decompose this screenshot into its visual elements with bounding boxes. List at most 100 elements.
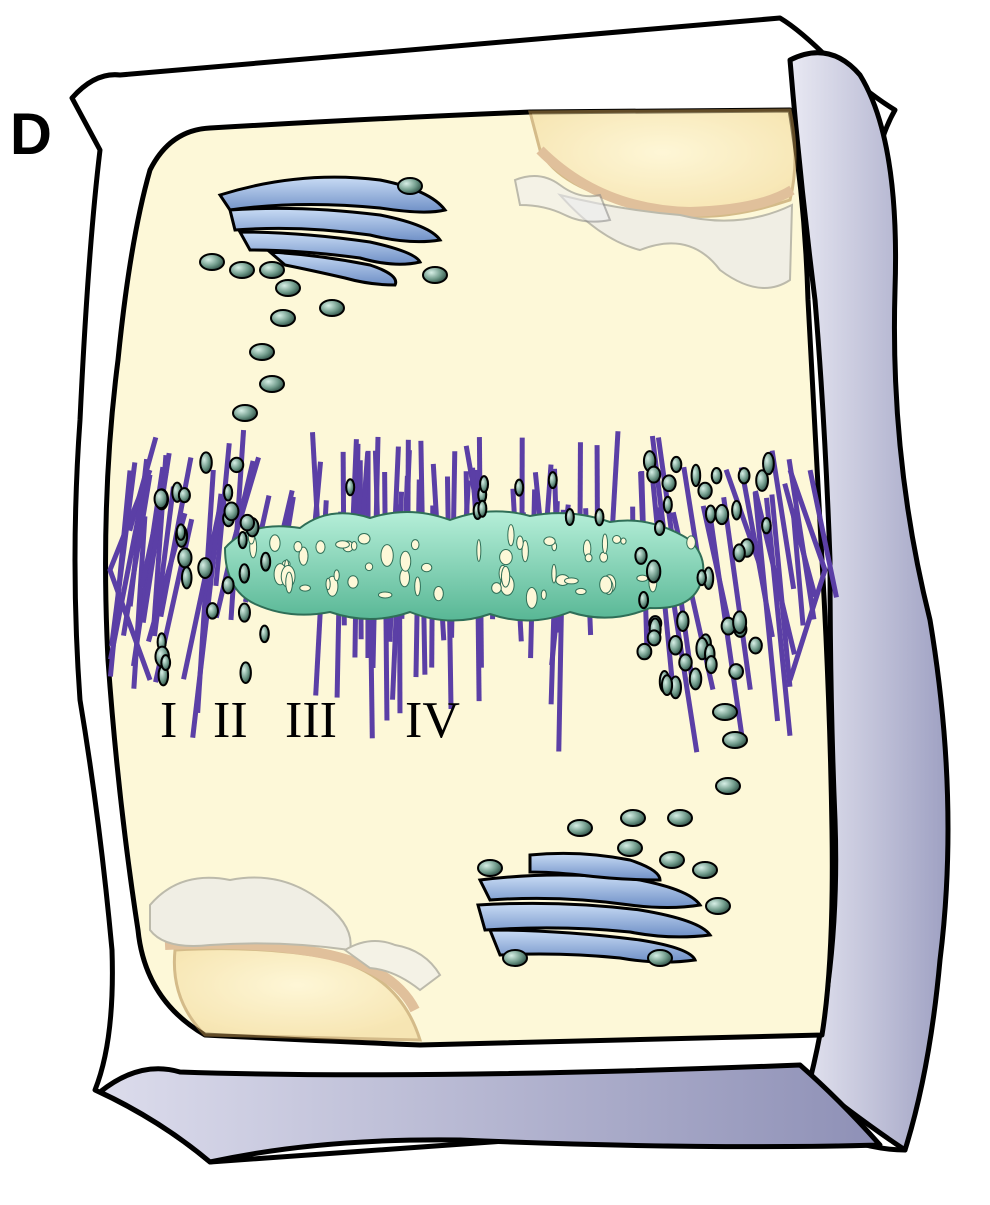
vesicle	[515, 480, 523, 496]
cell-wall-bottom-face	[100, 1065, 880, 1162]
vesicle	[595, 509, 603, 525]
plate-fenestra	[270, 535, 280, 551]
plate-fenestra	[286, 572, 293, 593]
zone-label-i: I	[160, 695, 177, 747]
vesicle	[271, 310, 295, 326]
vesicle	[732, 501, 741, 520]
plate-fenestra	[421, 563, 431, 571]
zone-label-iv: IV	[405, 695, 460, 747]
vesicle	[260, 626, 269, 643]
vesicle	[155, 489, 168, 508]
vesicle	[618, 840, 642, 856]
vesicle	[250, 344, 274, 360]
plate-fenestra	[637, 575, 648, 581]
vesicle	[179, 488, 190, 502]
vesicle	[648, 630, 661, 645]
vesicle	[320, 300, 344, 316]
vesicle	[478, 860, 502, 876]
plate-fenestra	[477, 540, 481, 562]
vesicle	[635, 548, 646, 564]
plate-fenestra	[585, 554, 592, 562]
vesicle	[230, 458, 243, 472]
plate-fenestra	[508, 525, 514, 546]
vesicle	[239, 532, 247, 548]
plate-fenestra	[400, 551, 411, 571]
vesicle	[763, 453, 774, 474]
vesicle	[660, 852, 684, 868]
vesicle	[239, 603, 250, 621]
plate-fenestra	[434, 586, 444, 600]
plate-fenestra	[381, 545, 393, 567]
vesicle	[648, 950, 672, 966]
plate-fenestra	[576, 588, 587, 594]
vesicle	[276, 280, 300, 296]
vesicle	[716, 505, 729, 524]
vesicle	[690, 669, 701, 690]
vesicle	[346, 479, 354, 495]
vesicle	[647, 561, 660, 583]
vesicle	[729, 664, 743, 679]
vesicle	[240, 662, 250, 683]
vesicle	[669, 636, 682, 654]
vesicle	[182, 567, 192, 588]
vesicle	[241, 515, 254, 531]
vesicle	[723, 732, 747, 748]
plate-fenestra	[358, 534, 370, 544]
vesicle	[677, 611, 688, 631]
vesicle	[712, 468, 722, 483]
vesicle	[706, 656, 717, 673]
vesicle	[716, 778, 740, 794]
vesicle	[200, 452, 211, 473]
plate-fenestra	[565, 578, 579, 584]
vesicle	[230, 262, 254, 278]
plate-fenestra	[492, 583, 502, 594]
vesicle	[664, 497, 672, 513]
vesicle	[480, 476, 488, 492]
plate-fenestra	[500, 550, 513, 565]
vesicle	[706, 505, 715, 522]
plate-fenestra	[600, 552, 608, 562]
vesicle	[637, 644, 651, 659]
vesicle	[478, 501, 486, 517]
vesicle	[739, 468, 750, 483]
vesicle	[639, 592, 648, 608]
vesicle	[668, 810, 692, 826]
vesicle	[240, 564, 249, 582]
plate-fenestra	[336, 541, 350, 548]
vesicle	[549, 472, 557, 488]
vesicle	[621, 810, 645, 826]
vesicle	[178, 548, 191, 567]
zone-label-iii: III	[285, 695, 337, 747]
vesicle	[198, 558, 212, 578]
vesicle	[706, 898, 730, 914]
plate-fenestra	[378, 592, 391, 598]
plate-fenestra	[411, 540, 419, 550]
vesicle	[662, 675, 672, 695]
plate-fenestra	[365, 563, 372, 571]
plate-fenestra	[517, 536, 524, 550]
plate-fenestra	[351, 541, 356, 550]
vesicle	[713, 704, 737, 720]
plate-fenestra	[348, 576, 358, 588]
plate-fenestra	[501, 566, 509, 587]
plate-fenestra	[621, 538, 626, 544]
vesicle	[200, 254, 224, 270]
plate-fenestra	[415, 577, 421, 596]
zone-label-ii: II	[213, 695, 248, 747]
plate-fenestra	[316, 541, 325, 554]
vesicle	[692, 465, 701, 486]
vesicle	[671, 457, 681, 472]
vesicle	[177, 524, 185, 539]
vesicle	[260, 262, 284, 278]
vesicle	[225, 503, 239, 521]
vesicle	[655, 521, 664, 535]
vesicle	[566, 509, 574, 525]
vesicle	[233, 405, 257, 421]
vesicle	[423, 267, 447, 283]
vesicle	[223, 577, 234, 593]
vesicle	[693, 862, 717, 878]
vesicle	[749, 638, 762, 654]
plate-fenestra	[334, 570, 339, 581]
